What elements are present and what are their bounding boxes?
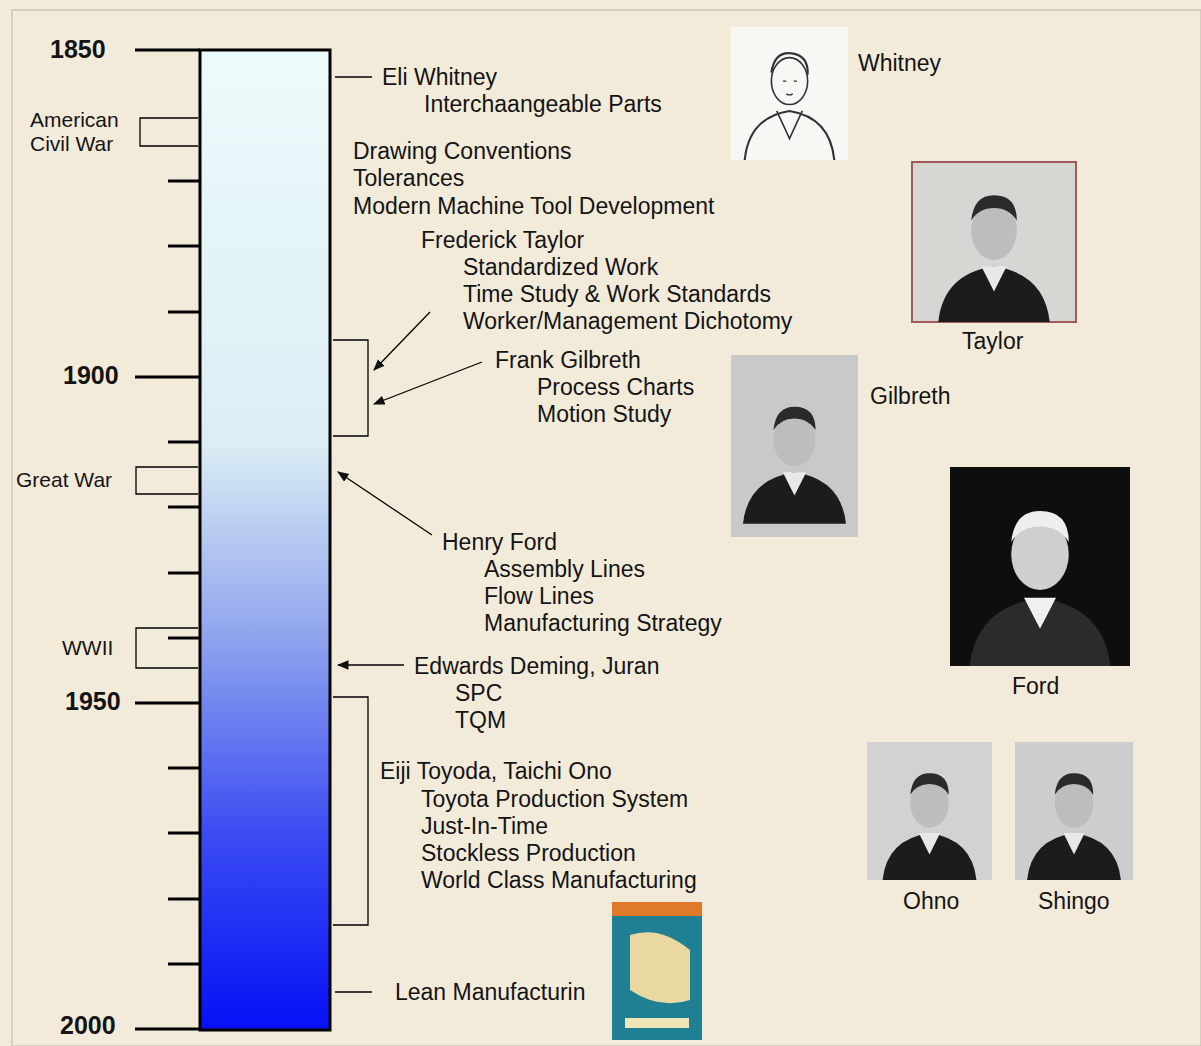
plain-label: Standardized Work	[463, 254, 658, 281]
plain-label: Manufacturing Strategy	[484, 610, 722, 637]
period-label: American Civil War	[30, 108, 140, 156]
plain-label: Time Study & Work Standards	[463, 281, 771, 308]
period-label: Great War	[16, 468, 126, 492]
year-label: 2000	[60, 1012, 116, 1039]
plain-label: Interchaangeable Parts	[424, 91, 662, 118]
plain-label: TQM	[455, 707, 506, 734]
plain-label: SPC	[455, 680, 502, 707]
plain-label: Stockless Production	[421, 840, 636, 867]
portrait-caption: Ford	[1012, 673, 1059, 700]
portrait-caption: Taylor	[962, 328, 1023, 355]
period-label: WWII	[62, 636, 172, 660]
plain-label: Eli Whitney	[382, 64, 497, 91]
plain-label: Just-In-Time	[421, 813, 548, 840]
plain-label: Eiji Toyoda, Taichi Ono	[380, 758, 612, 785]
plain-label: Motion Study	[537, 401, 671, 428]
portrait-caption: Gilbreth	[870, 383, 951, 410]
plain-label: Tolerances	[353, 165, 464, 192]
plain-label: Henry Ford	[442, 529, 557, 556]
plain-label: Flow Lines	[484, 583, 594, 610]
portrait-caption: Shingo	[1038, 888, 1110, 915]
year-label: 1850	[50, 36, 106, 63]
portrait-caption: Ohno	[903, 888, 959, 915]
plain-label: Lean Manufacturin	[395, 979, 586, 1006]
plain-label: Toyota Production System	[421, 786, 688, 813]
plain-label: Modern Machine Tool Development	[353, 193, 714, 220]
year-label: 1900	[63, 362, 119, 389]
plain-label: Process Charts	[537, 374, 694, 401]
plain-label: Assembly Lines	[484, 556, 645, 583]
year-label: 1950	[65, 688, 121, 715]
plain-label: Drawing Conventions	[353, 138, 572, 165]
plain-label: Worker/Management Dichotomy	[463, 308, 792, 335]
plain-label: Edwards Deming, Juran	[414, 653, 659, 680]
plain-label: World Class Manufacturing	[421, 867, 697, 894]
plain-label: Frederick Taylor	[421, 227, 584, 254]
portrait-caption: Whitney	[858, 50, 941, 77]
plain-label: Frank Gilbreth	[495, 347, 641, 374]
